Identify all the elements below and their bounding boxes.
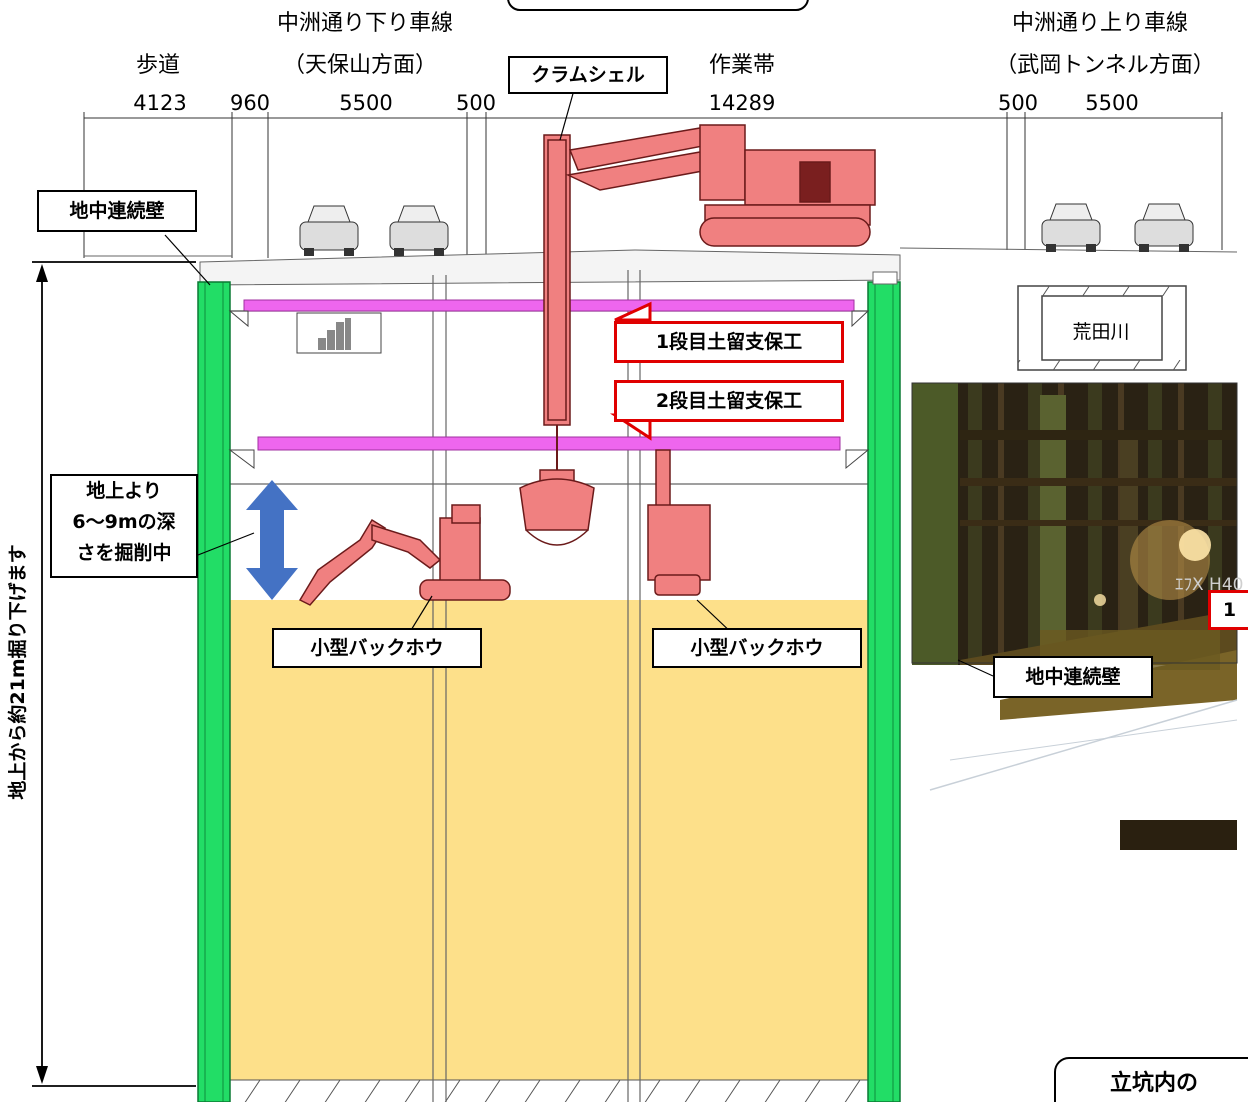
culvert-icon [1017, 285, 1187, 371]
top-title-box [507, 0, 809, 11]
excavated-soil [230, 600, 870, 1080]
site-photo [912, 383, 1238, 850]
dim-500-left: 500 [456, 91, 496, 115]
dimension-line [83, 112, 1223, 258]
photo-wall-label: 地中連続壁 [993, 656, 1153, 698]
strut-level-2-label: 2段目土留支保工 [614, 380, 844, 422]
car-icon [299, 205, 359, 256]
river-label: 荒田川 [1072, 321, 1129, 343]
depth-dimension [32, 261, 196, 1087]
excavating-line-3: さを掘削中 [76, 542, 172, 564]
photo-marker-label: 1 [1208, 590, 1248, 630]
strut1-callout-arrow [614, 301, 652, 322]
bedrock-hatch [230, 1080, 870, 1102]
double-arrow-icon [246, 480, 298, 600]
photo-caption-box [1054, 1057, 1248, 1102]
up-lane-subtitle: （武岡トンネル方面） [995, 53, 1215, 78]
backhoe-left-label: 小型バックホウ [272, 628, 482, 668]
excavating-depth-label: 地上より 6～9mの深 さを掘削中 [50, 474, 198, 578]
sidewalk-label: 歩道 [136, 53, 180, 78]
car-icon [1041, 203, 1101, 252]
down-lane-title: 中洲通り下り車線 [277, 11, 453, 36]
down-lane-subtitle: （天保山方面） [283, 53, 437, 78]
diaphragm-wall-label: 地中連続壁 [37, 190, 197, 232]
photo-caption: 立坑内の [1110, 1070, 1198, 1096]
backhoe-icon [647, 449, 711, 596]
excavating-line-2: 6～9mの深 [72, 511, 176, 533]
dim-5500-right: 5500 [1085, 91, 1138, 115]
backhoe-right-label: 小型バックホウ [652, 628, 862, 668]
car-icon [1134, 203, 1194, 252]
photo-wall-leader [957, 659, 994, 677]
up-lane-title: 中洲通り上り車線 [1012, 11, 1188, 36]
depth-label: 地上から約21m掘り下げます [6, 544, 29, 799]
excavating-line-1: 地上より [86, 480, 162, 502]
dim-960: 960 [230, 91, 270, 115]
clamshell-icon [519, 134, 595, 546]
diaphragm-wall-left [197, 281, 231, 1102]
dim-5500-left: 5500 [339, 91, 392, 115]
dim-work-zone: 14289 [709, 91, 776, 115]
diaphragm-wall-right [867, 281, 901, 1102]
strut-level-2 [257, 436, 841, 451]
dim-sidewalk: 4123 [133, 91, 186, 115]
strut-level-1-label: 1段目土留支保工 [614, 321, 844, 363]
car-icon [389, 205, 449, 256]
clamshell-label: クラムシェル [508, 56, 668, 94]
backhoe-icon [298, 504, 511, 606]
material-rack [296, 312, 382, 354]
dim-500-right: 500 [998, 91, 1038, 115]
work-zone-label: 作業帯 [709, 53, 775, 78]
excavator-icon [565, 124, 876, 247]
